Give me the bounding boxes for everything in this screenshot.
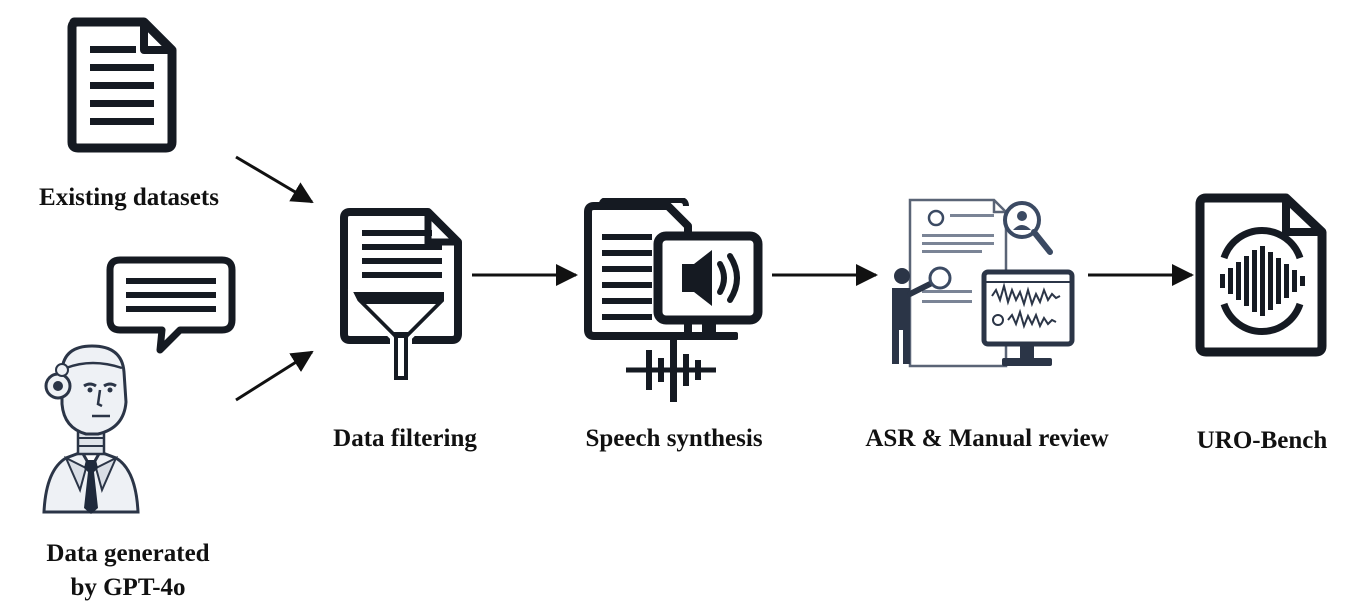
document-icon	[62, 14, 182, 154]
robot-avatar-icon	[36, 340, 146, 515]
arrow-gpt-to-filter	[235, 350, 314, 402]
arrow-existing-to-filter	[235, 155, 314, 204]
step-label-data-filtering: Data filtering	[333, 425, 477, 452]
gpt4o-label-line2: by GPT-4o	[70, 574, 186, 601]
step-label-asr-manual-review: ASR & Manual review	[865, 425, 1109, 452]
gpt4o-label-line1: Data generated	[46, 540, 210, 567]
step-label-uro-bench: URO-Bench	[1196, 427, 1328, 454]
speech-bubble-icon	[104, 254, 238, 356]
audio-waveform-document-icon	[1194, 192, 1330, 358]
person-reviewing-document-monitor-icon	[880, 190, 1085, 372]
document-funnel-icon	[336, 206, 466, 386]
existing-datasets-label: Existing datasets	[39, 184, 219, 211]
document-speaker-monitor-icon	[580, 198, 765, 408]
step-label-speech-synthesis: Speech synthesis	[585, 425, 763, 452]
